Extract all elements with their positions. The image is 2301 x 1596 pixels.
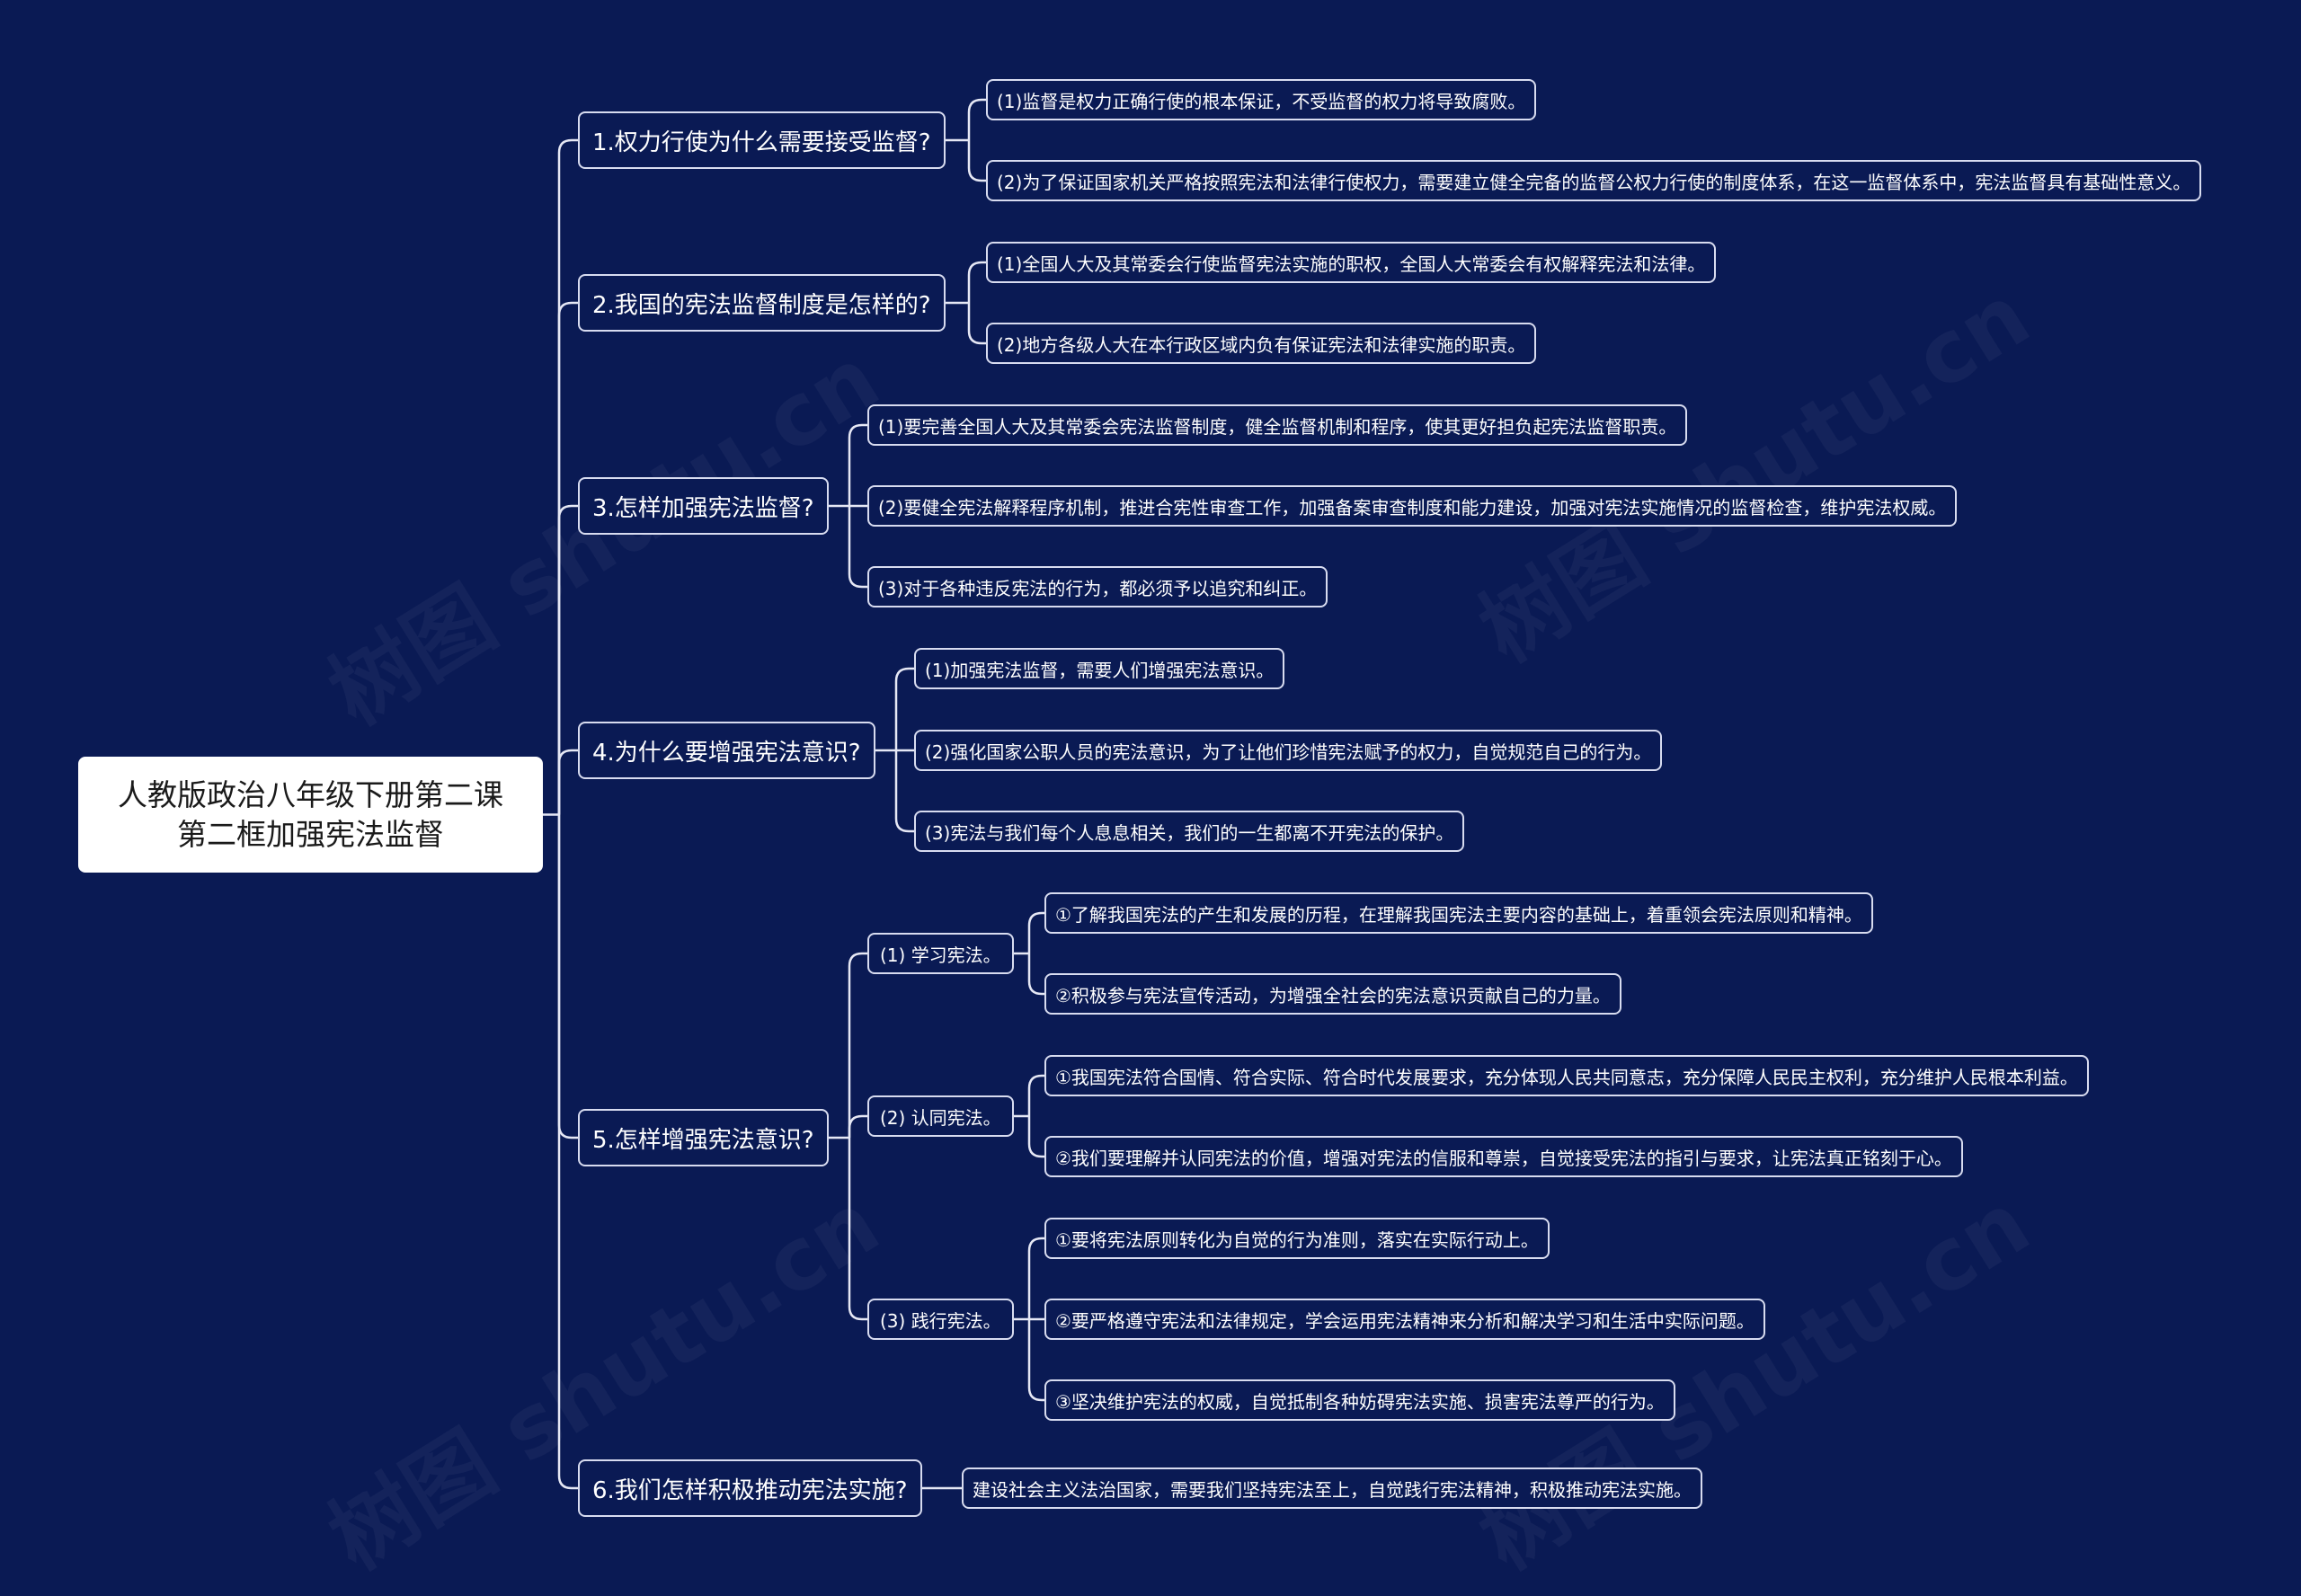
leaf-q5-1-1[interactable]: ①了解我国宪法的产生和发展的历程，在理解我国宪法主要内容的基础上，着重领会宪法原… (1044, 892, 1873, 934)
leaf-q3-3[interactable]: (3)对于各种违反宪法的行为，都必须予以追究和纠正。 (867, 566, 1328, 607)
leaf-q5-3-2[interactable]: ②要严格遵守宪法和法律规定，学会运用宪法精神来分析和解决学习和生活中实际问题。 (1044, 1299, 1765, 1340)
leaf-q5-3-3[interactable]: ③坚决维护宪法的权威，自觉抵制各种妨碍宪法实施、损害宪法尊严的行为。 (1044, 1379, 1675, 1421)
connector-line (1027, 1116, 1044, 1158)
leaf-q3-2[interactable]: (2)要健全宪法解释程序机制，推进合宪性审查工作，加强备案审查制度和能力建设，加… (867, 485, 1958, 527)
leaf-q3-1[interactable]: (1)要完善全国人大及其常委会宪法监督制度，健全监督机制和程序，使其更好担负起宪… (867, 404, 1688, 446)
connector-line (848, 952, 867, 1138)
connector-line (967, 140, 986, 182)
section-q5-learn[interactable]: (1) 学习宪法。 (867, 933, 1014, 974)
leaf-q1-1[interactable]: (1)监督是权力正确行使的根本保证，不受监督的权力将导致腐败。 (986, 79, 1537, 120)
connector-line (557, 814, 578, 1490)
topic-q1[interactable]: 1.权力行使为什么需要接受监督? (578, 111, 946, 169)
connector-line (894, 667, 914, 750)
connector-line (848, 423, 867, 506)
connector-line (967, 98, 986, 140)
connector-line (1027, 911, 1044, 953)
topic-q5[interactable]: 5.怎样增强宪法意识? (578, 1109, 829, 1166)
connector-line (557, 138, 578, 815)
leaf-q5-2-2[interactable]: ②我们要理解并认同宪法的价值，增强对宪法的信服和尊崇，自觉接受宪法的指引与要求，… (1044, 1136, 1963, 1177)
connector-line (1027, 1074, 1044, 1116)
connector-line (557, 749, 578, 815)
root-title-line1: 人教版政治八年级下册第二课 (118, 776, 503, 812)
connector-line (848, 506, 867, 589)
topic-q4[interactable]: 4.为什么要增强宪法意识? (578, 722, 875, 779)
topic-q3[interactable]: 3.怎样加强宪法监督? (578, 477, 829, 535)
leaf-q4-2[interactable]: (2)强化国家公职人员的宪法意识，为了让他们珍惜宪法赋予的权力，自觉规范自己的行… (914, 730, 1663, 771)
leaf-q6-1[interactable]: 建设社会主义法治国家，需要我们坚持宪法至上，自觉践行宪法精神，积极推动宪法实施。 (962, 1467, 1702, 1509)
section-q5-practice[interactable]: (3) 践行宪法。 (867, 1299, 1014, 1340)
connector-line (1027, 953, 1044, 996)
leaf-q4-3[interactable]: (3)宪法与我们每个人息息相关，我们的一生都离不开宪法的保护。 (914, 811, 1465, 852)
topic-q2[interactable]: 2.我国的宪法监督制度是怎样的? (578, 274, 946, 332)
section-q5-accept[interactable]: (2) 认同宪法。 (867, 1095, 1014, 1137)
connector-line (557, 504, 578, 815)
topic-q6[interactable]: 6.我们怎样积极推动宪法实施? (578, 1459, 922, 1517)
connector-line (557, 301, 578, 815)
leaf-q1-2[interactable]: (2)为了保证国家机关严格按照宪法和法律行使权力，需要建立健全完备的监督公权力行… (986, 160, 2202, 201)
connector-line (1027, 1237, 1044, 1319)
connector-line (1027, 1319, 1044, 1402)
connector-line (848, 1138, 867, 1321)
leaf-q2-2[interactable]: (2)地方各级人大在本行政区域内负有保证宪法和法律实施的职责。 (986, 323, 1537, 364)
leaf-q4-1[interactable]: (1)加强宪法监督，需要人们增强宪法意识。 (914, 648, 1285, 689)
leaf-q5-1-2[interactable]: ②积极参与宪法宣传活动，为增强全社会的宪法意识贡献自己的力量。 (1044, 973, 1621, 1015)
connector-line (557, 814, 578, 1139)
connector-line (967, 261, 986, 303)
leaf-q5-3-1[interactable]: ①要将宪法原则转化为自觉的行为准则，落实在实际行动上。 (1044, 1218, 1550, 1259)
connector-line (848, 1114, 867, 1138)
connector-line (967, 303, 986, 345)
root-title-line2: 第二框加强宪法监督 (177, 816, 444, 852)
leaf-q2-1[interactable]: (1)全国人大及其常委会行使监督宪法实施的职权，全国人大常委会有权解释宪法和法律… (986, 242, 1717, 283)
leaf-q5-2-1[interactable]: ①我国宪法符合国情、符合实际、符合时代发展要求，充分体现人民共同意志，充分保障人… (1044, 1055, 2089, 1096)
root-topic[interactable]: 人教版政治八年级下册第二课 第二框加强宪法监督 (78, 757, 543, 873)
connector-line (894, 750, 914, 833)
